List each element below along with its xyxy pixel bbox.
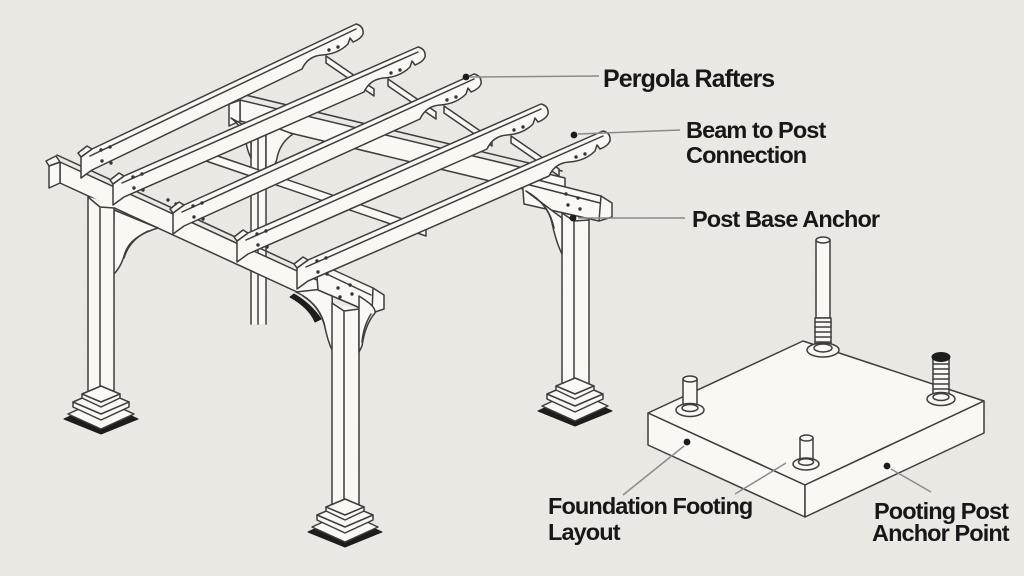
rafter-4 [233, 103, 549, 263]
brace-shadow-front [289, 293, 322, 323]
anchor-bolt-tall [806, 236, 840, 358]
post-right [561, 212, 590, 384]
label-footing-post-line1: Pooting Post [874, 498, 1009, 524]
anchor-bolt-front [792, 434, 820, 471]
rafter-2 [109, 46, 426, 206]
leader-dot [883, 462, 891, 470]
leader-dot [462, 73, 470, 81]
leader-line [622, 445, 685, 496]
leader-line-secondary [734, 462, 787, 495]
rafter-3 [169, 73, 482, 235]
post-left [87, 196, 115, 393]
callout-beam-to-post-connection: Beam to Post Connection [570, 117, 827, 168]
label-footing-post-line2: Anchor Point [872, 520, 1010, 546]
corner-brace-left [112, 209, 159, 276]
label-foundation-footing-line1: Foundation Footing [548, 493, 752, 519]
label-foundation-footing-line2: Layout [548, 519, 621, 545]
pergola-structure [45, 23, 613, 548]
corner-brace-front-left [295, 287, 334, 353]
label-pergola-rafters: Pergola Rafters [603, 65, 774, 93]
callout-pergola-rafters: Pergola Rafters [462, 65, 775, 93]
callouts: Pergola Rafters Beam to Post Connection … [462, 65, 1011, 546]
leader-line [469, 75, 600, 78]
post-front [331, 302, 360, 505]
label-beam-to-post-line2: Connection [686, 142, 806, 168]
rafter-1 [77, 23, 364, 179]
label-post-base-anchor: Post Base Anchor [692, 206, 880, 232]
anchor-bolt-left [675, 375, 705, 418]
footing-slab-right-face [804, 400, 985, 518]
leader-line [890, 468, 932, 493]
anchor-bolt-threaded [926, 352, 956, 407]
foundation-footing [647, 236, 985, 518]
post-back [250, 125, 267, 325]
rafter-5 [293, 130, 611, 290]
callout-post-base-anchor: Post Base Anchor [569, 206, 881, 232]
rafters [77, 23, 611, 290]
label-beam-to-post-line1: Beam to Post [686, 117, 826, 143]
corner-brace-front-right [358, 295, 376, 353]
callout-foundation-footing-layout: Foundation Footing Layout [548, 438, 787, 545]
leader-line [577, 129, 681, 135]
leader-dot [683, 438, 691, 446]
leader-dot [569, 214, 577, 222]
leader-dot [570, 131, 578, 139]
beam-end-block-right [521, 175, 613, 222]
corner-brace-right [525, 190, 563, 255]
callout-footing-post-anchor-point: Pooting Post Anchor Point [872, 462, 1011, 546]
